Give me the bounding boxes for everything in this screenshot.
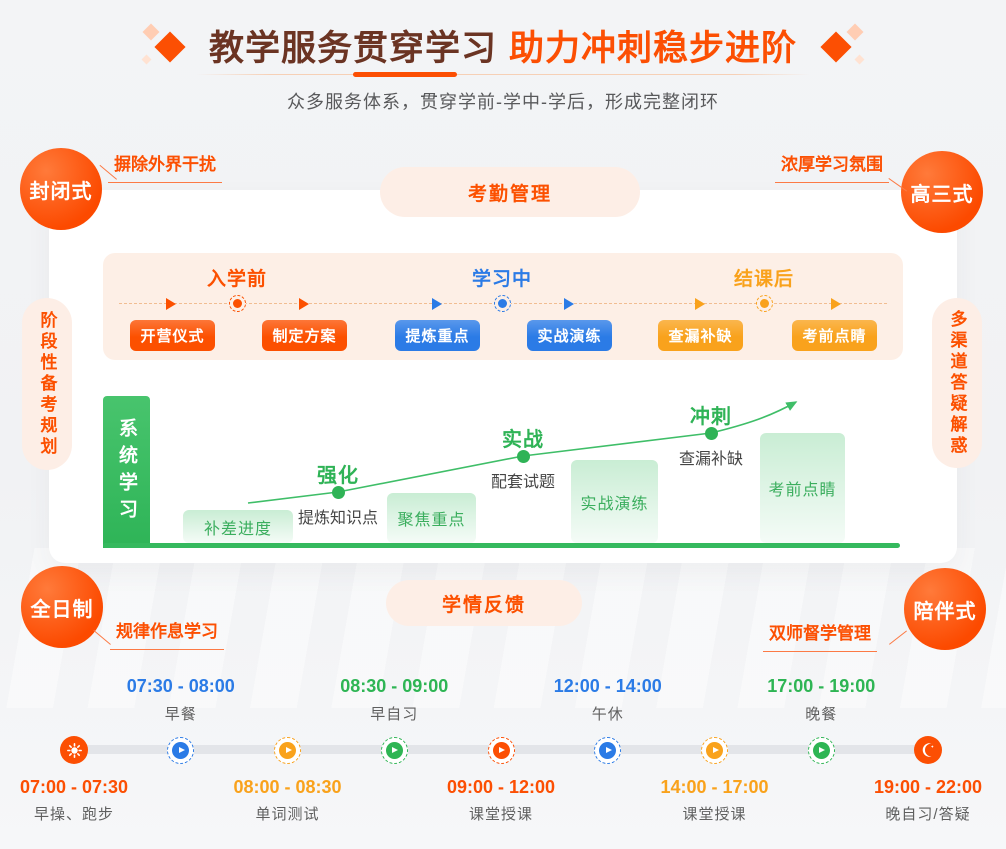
arrow-right-icon [299,298,309,310]
schedule-play-icon [807,736,835,764]
phase-title: 结课后 [733,269,794,290]
badge-companion-mode: 陪伴式 [904,568,986,650]
phase-title: 学习中 [471,269,532,290]
callout-top-left: 摒除外界干扰 [108,150,222,183]
phase-dot-icon [755,295,773,312]
schedule-moon-icon [914,736,942,764]
phase-dot-icon [493,295,511,312]
callout-bottom-right: 双师督学管理 [763,619,877,652]
stage-button: 提炼重点 [395,320,480,351]
schedule-activity: 单词测试 [255,806,320,823]
phase-title: 入学前 [206,269,267,290]
badge-senior-mode: 高三式 [901,151,983,233]
title-main: 教学服务贯穿学习 [208,28,497,68]
arrow-right-icon [831,298,841,310]
pill-attendance: 考勤管理 [380,167,640,217]
badge-fulltime-mode: 全日制 [21,566,103,648]
schedule-activity: 早餐 [164,706,197,723]
pill-stage-planning: 阶段性备考规划 [22,298,72,470]
arrow-right-icon [695,298,705,310]
schedule-play-icon [701,736,728,764]
schedule-play-icon [594,736,622,764]
schedule-time: 12:00 - 14:00 [553,676,662,696]
schedule-time: 08:30 - 09:00 [340,676,449,696]
pill-qa-channels: 多渠道答疑解惑 [932,298,982,468]
schedule-play-icon [274,736,301,764]
arrow-right-icon [166,298,176,310]
schedule-activity: 午休 [591,706,624,723]
arrow-right-icon [564,298,574,310]
stage-button: 考前点睛 [792,320,877,351]
subtitle: 众多服务体系，贯穿学前-学中-学后，形成完整闭环 [287,92,719,112]
schedule-time: 07:00 - 07:30 [19,777,129,797]
callout-bottom-left: 规律作息学习 [110,617,224,650]
stage-button: 实战演练 [527,320,612,351]
phase-flow-band: 入学前开营仪式 制定方案 学习中提炼重点 实战演练 结课后查漏补缺 考前点睛 [103,253,903,360]
diamond-decoration-left-icon [141,23,186,65]
diamond-decoration-right-icon [820,23,865,65]
stage-button: 开营仪式 [130,320,215,351]
phase-dot-icon [228,295,246,312]
schedule-time: 14:00 - 17:00 [660,777,769,797]
schedule-play-icon [167,736,195,764]
schedule-time: 19:00 - 22:00 [873,777,983,797]
schedule-activity: 早操、跑步 [33,806,114,823]
schedule-activity: 晚餐 [805,706,838,723]
schedule-time: 08:00 - 08:30 [233,777,342,797]
schedule-activity: 早自习 [370,706,419,723]
stage-button: 查漏补缺 [658,320,743,351]
schedule-sun-icon [60,736,88,764]
schedule-play-icon [487,736,515,764]
schedule-activity: 晚自习/答疑 [885,806,971,823]
pill-study-feedback: 学情反馈 [386,580,582,626]
page-title: 教学服务贯穿学习助力冲刺稳步进阶 [0,18,1006,72]
schedule-time: 09:00 - 12:00 [446,777,556,797]
schedule-play-icon [380,736,408,764]
schedule-time: 17:00 - 19:00 [767,676,876,696]
title-underline [197,72,809,77]
schedule-activity: 课堂授课 [468,806,533,823]
stage-button: 制定方案 [262,320,347,351]
title-accent: 助力冲刺稳步进阶 [509,28,798,68]
schedule-activity: 课堂授课 [682,806,747,823]
badge-closed-mode: 封闭式 [20,148,102,230]
callout-top-right: 浓厚学习氛围 [775,150,889,183]
background-stripes [0,548,1006,708]
schedule-time: 07:30 - 08:00 [126,676,235,696]
arrow-right-icon [432,298,442,310]
